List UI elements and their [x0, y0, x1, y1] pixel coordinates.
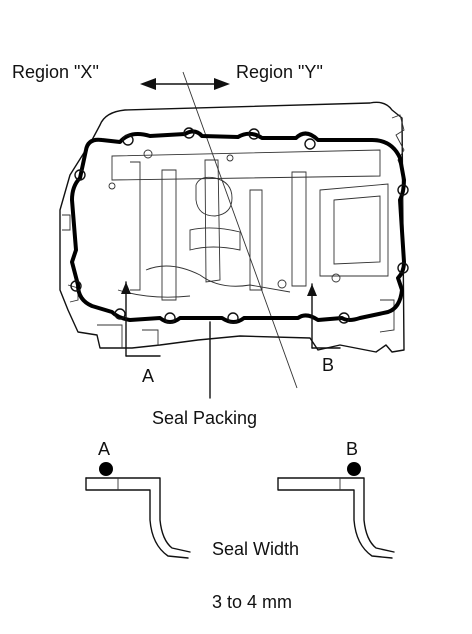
detail-a-label: A — [98, 439, 110, 459]
detail-b-label: B — [346, 439, 358, 459]
region-divider-arrow — [140, 71, 298, 389]
detail-a-flange-section — [85, 477, 191, 559]
region-y-label: Region "Y" — [236, 62, 323, 82]
detail-b-flange-section — [277, 477, 395, 559]
seal-packing-label: Seal Packing — [152, 408, 257, 428]
section-marker-a — [121, 281, 161, 357]
bolt-holes — [70, 127, 409, 324]
detail-a-seal-dot — [99, 462, 113, 476]
seal-width-value: 3 to 4 mm — [212, 592, 292, 612]
seal-packing-bead — [70, 129, 406, 324]
oil-pan-internal-ribs — [108, 149, 389, 301]
marker-b-label: B — [322, 355, 334, 375]
detail-b-seal-dot — [347, 462, 361, 476]
marker-a-label: A — [142, 366, 154, 386]
seal-width-label: Seal Width — [212, 539, 299, 559]
region-x-label: Region "X" — [12, 62, 99, 82]
region-divider-line — [182, 71, 298, 389]
section-marker-b — [307, 283, 341, 349]
